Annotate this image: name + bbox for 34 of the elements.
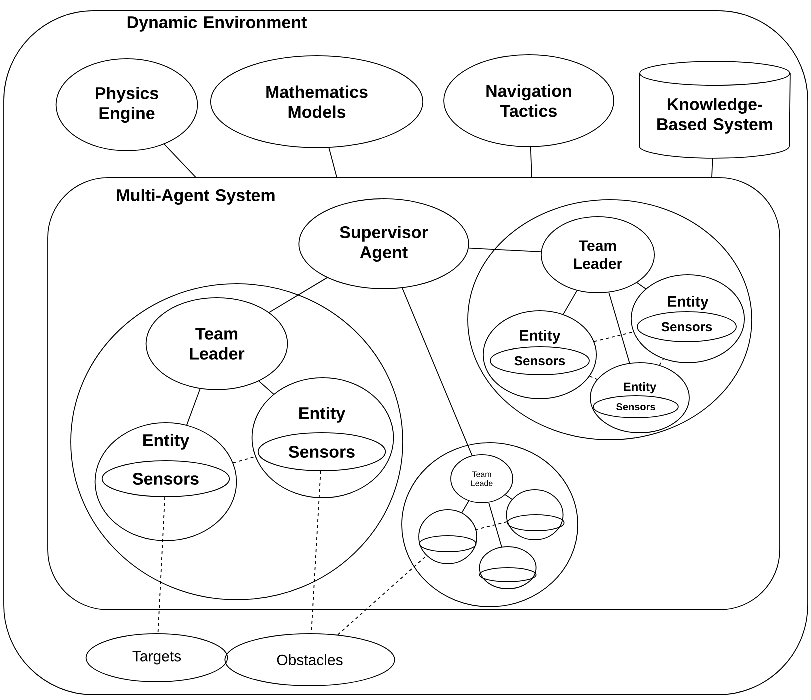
dashed-line	[311, 470, 322, 634]
ellipse-node: Mathematics Models	[210, 56, 424, 148]
connector-line	[402, 288, 473, 456]
dashed-line	[659, 358, 664, 366]
dashed-line	[158, 496, 166, 634]
ellipse-node: Supervisor Agent	[298, 198, 470, 290]
dashed-line	[476, 522, 508, 530]
dashed-line	[233, 456, 256, 464]
ellipse-node: Physics Engine	[56, 58, 198, 152]
dashed-line	[589, 376, 598, 380]
connector-line	[530, 146, 532, 178]
ellipse-node: Targets	[86, 634, 228, 682]
sensor-ellipse	[419, 536, 477, 552]
ellipse-node: Obstacles	[224, 634, 396, 686]
connector-line	[712, 158, 714, 178]
sensor-ellipse	[507, 514, 565, 532]
connector-line	[608, 292, 630, 364]
connector-line	[563, 290, 578, 315]
connector-line	[468, 248, 542, 253]
connector-line	[328, 148, 338, 178]
connector-line	[269, 277, 328, 314]
connector-line	[258, 380, 274, 395]
connector-line	[186, 388, 201, 426]
connector-line	[164, 144, 196, 178]
sensor-ellipse	[479, 568, 537, 582]
dashed-line	[594, 332, 634, 342]
dashed-line	[338, 556, 428, 636]
connector-line	[462, 500, 470, 514]
database-cylinder: Knowledge-Based System	[639, 61, 791, 159]
connector-line	[488, 502, 502, 548]
connector-line	[505, 494, 513, 500]
connector-line	[636, 282, 646, 290]
node-label: Knowledge-Based System	[658, 98, 773, 134]
ellipse-node: Navigation Tactics	[444, 54, 614, 148]
